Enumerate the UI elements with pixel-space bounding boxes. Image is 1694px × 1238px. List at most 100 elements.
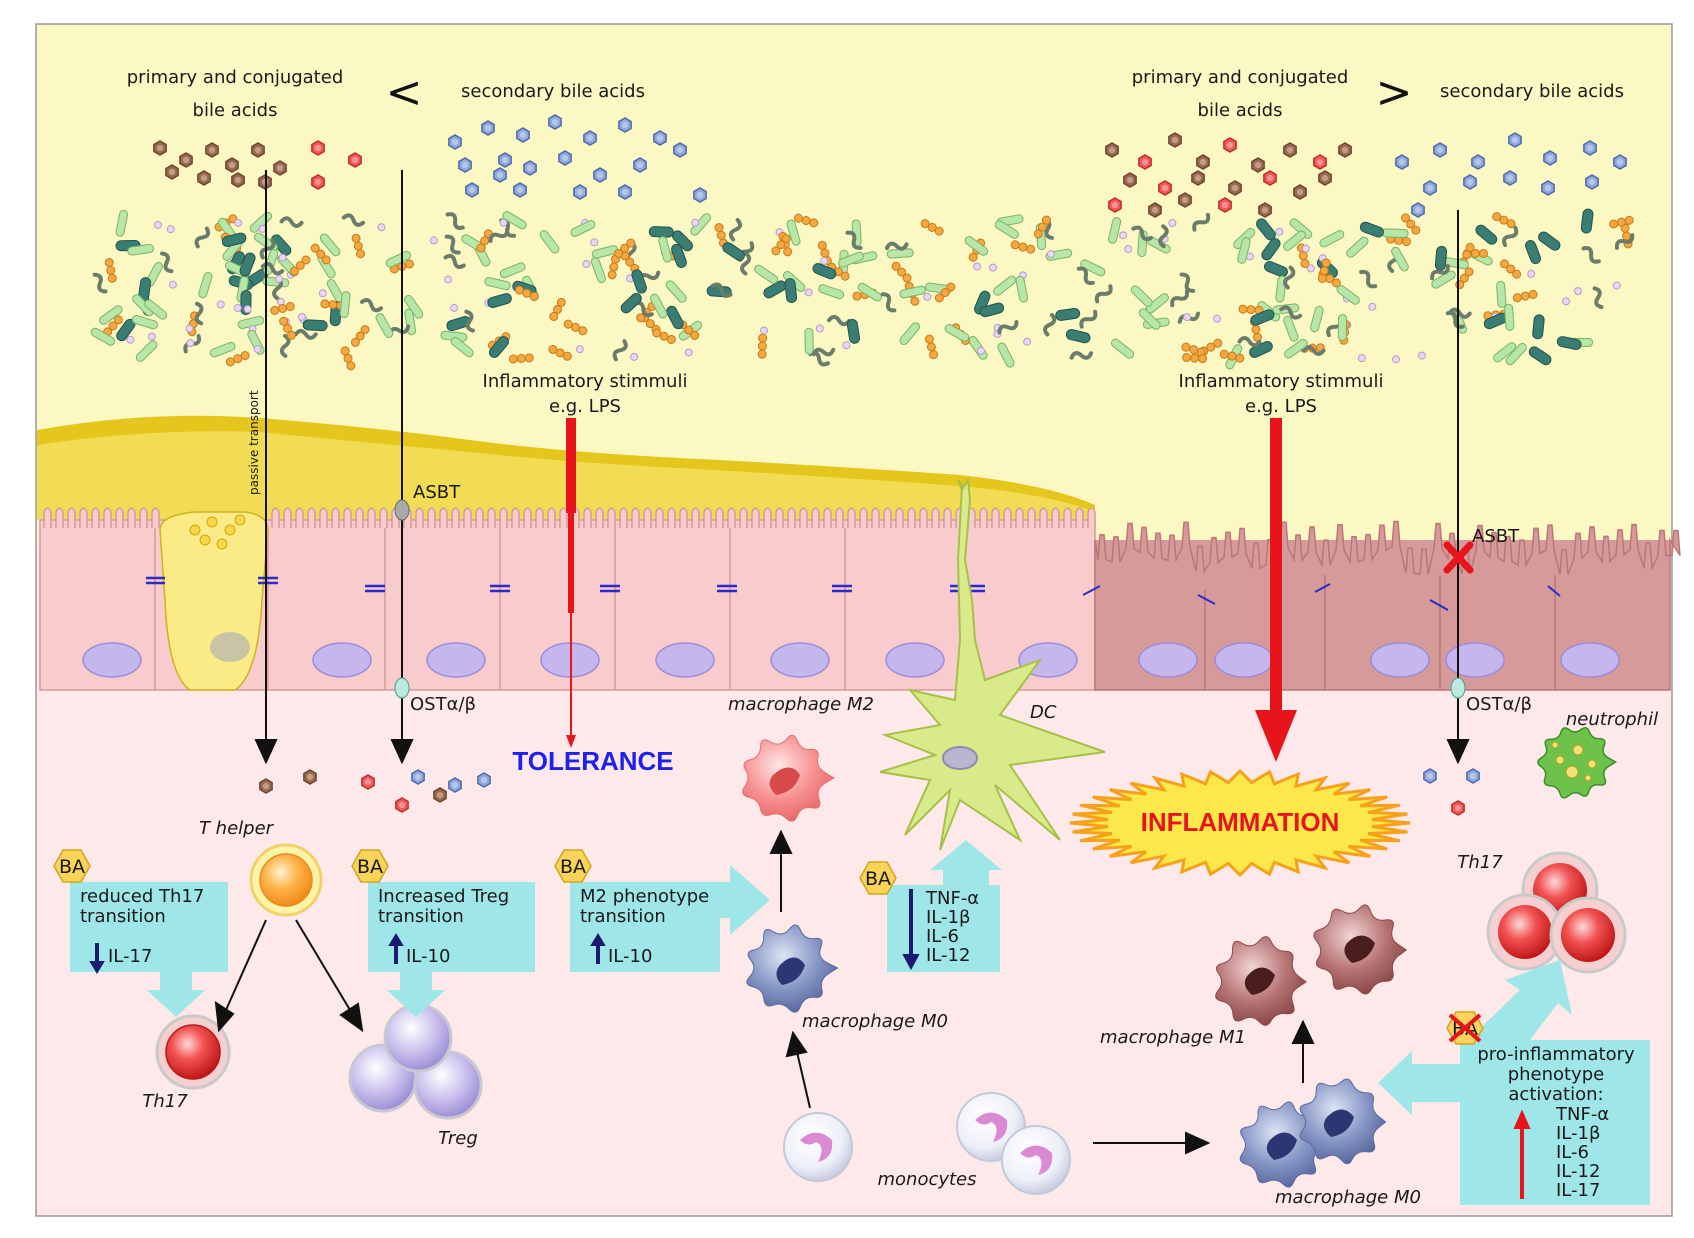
bacterium-rod [857,282,882,302]
bacterium-coccus [630,352,639,361]
blocked-x-icon [1448,1013,1482,1043]
bacterium-coccus [153,220,162,229]
bacterium-chain [891,261,912,283]
bile-acid-particle-core [656,134,664,142]
bacterium-chain [279,316,296,340]
treg-label: Treg [438,1128,478,1149]
bacterium-rod [818,284,845,300]
bile-acid-particle-core [1511,136,1519,144]
bacterium-rod-dark [846,318,861,344]
bacterium-rod-dark [1532,314,1545,340]
bile-acid-particle-core [1221,201,1229,209]
treg-box-line2: transition [378,906,464,927]
bacterium-spiral [1170,289,1190,308]
dc-cytokine-1: TNF-α [925,888,979,909]
right-comparator: > [1376,67,1413,118]
bacterium-spiral [728,218,743,242]
microvillus [607,507,616,528]
bile-acid-particles [153,114,1627,816]
bile-acid-particle-core [696,191,704,199]
bacterium-rod [127,244,155,256]
bacterium-spiral [1502,225,1519,247]
bacterium-coccus [297,312,306,321]
bile-acid-particle [1471,154,1485,170]
bacterium-coccus [1023,337,1032,346]
bacterium-coccus [126,335,135,344]
bacterium-coccus [1306,264,1315,273]
bile-acid-particle [1223,137,1237,153]
left-stimuli-example: e.g. LPS [549,396,621,417]
bacterium-spiral [259,238,276,260]
bile-acid-particle [1338,142,1352,158]
bacterium-coccus [278,253,287,262]
down-arrow-icon [89,943,105,974]
bacterium-chain [1219,349,1245,363]
bile-acid-particle-core [501,156,509,164]
bile-acid-particle-core [1316,158,1324,166]
ost-transporter-right [1450,677,1466,699]
microvillus [1087,507,1096,528]
bile-acid-particle [458,157,472,173]
bacterium-chain [924,334,939,360]
bacterium-coccus [499,218,508,227]
bile-acid-particle-core [551,118,559,126]
bacterium-spiral [612,339,628,362]
bacterium-chain [1033,215,1052,239]
bile-acid-particle-core [1226,141,1234,149]
bacterium-rod-dark [1525,239,1542,265]
down-arrow-icon [902,889,920,971]
bile-acid-particle [493,167,507,183]
left-secondary-bile-label: secondary bile acids [461,81,645,102]
bacterium-rod-dark [488,336,509,358]
bile-acid-particle-core [364,778,372,786]
bacterium-coccus [444,275,453,284]
bile-acid-particle-core [228,161,236,169]
bacterium-coccus [691,218,700,227]
microvillus [127,507,136,528]
bile-acid-particle [1543,150,1557,166]
bile-acid-particle [1158,180,1172,196]
microvillus [283,507,292,528]
microvillus [427,507,436,528]
macrophage-m1-label: macrophage M1 [1100,1027,1246,1048]
bile-acid-particle [1585,174,1599,190]
th17-box-marker: IL-17 [108,946,152,967]
left-ost-label: OSTα/β [410,694,476,715]
bile-acid-particle [361,774,375,790]
bacterium-chain [714,223,728,248]
bile-acid-particle-core [1426,772,1434,780]
microvillus [787,507,796,528]
bile-acid-particle-core [1546,154,1554,162]
bile-acid-particle [673,142,687,158]
microvillus [847,507,856,528]
bacterium-rod-dark [1065,329,1091,344]
bile-acid-particle-core [1286,146,1294,154]
info-box-th17: reduced Th17 transition IL-17 [70,882,228,1017]
bacterium-spiral [845,230,863,250]
bacterium-spiral [1094,284,1113,304]
info-box-dc: TNF-α IL-1β IL-6 IL-12 [887,840,1002,972]
bile-acid-particle-core [576,188,584,196]
bacterium-rod [385,250,412,268]
left-asbt-label: ASBT [413,482,461,503]
bile-acid-particle [165,164,179,180]
dc-cytokine-4: IL-12 [926,945,970,966]
microvillus [703,507,712,528]
bacterium-rod-dark [1261,238,1281,261]
microvillus [595,507,604,528]
bacterium-chain [1499,259,1522,279]
bile-acid-particle-core [561,154,569,162]
bacterium-rod-dark [666,305,684,330]
bacterium-coccus [973,262,982,271]
bacterium-spiral [1283,265,1296,290]
bile-acid-particle [1318,170,1332,186]
bacterium-chain [793,213,819,228]
bacterium-spiral [1614,233,1635,250]
bacterium-chain [508,353,534,364]
treg-box-marker: IL-10 [406,946,450,967]
bacterium-rod [1080,259,1106,277]
bile-acid-particle-core [314,178,322,186]
m2-box-line2: transition [580,906,666,927]
bacterium-rod [964,236,989,256]
